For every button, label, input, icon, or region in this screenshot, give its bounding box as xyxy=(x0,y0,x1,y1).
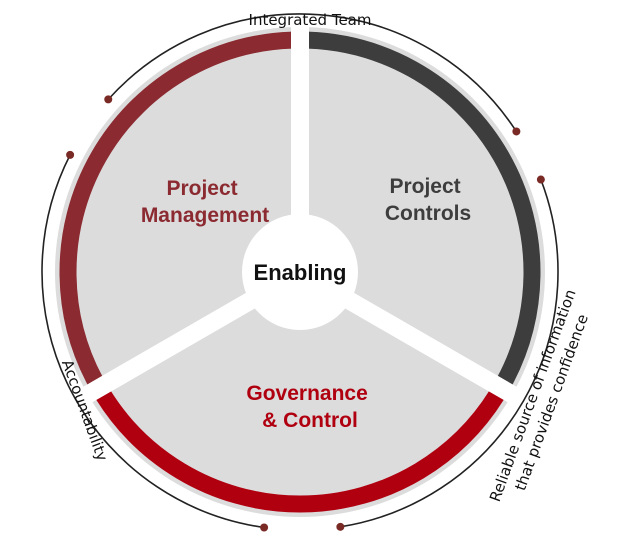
band-project-management xyxy=(59,31,293,385)
center-label: Enabling xyxy=(254,260,347,285)
center-circle xyxy=(242,214,358,330)
connector-dot xyxy=(336,522,345,531)
label-governance-control: Governance & Control xyxy=(246,382,373,432)
connector-dot xyxy=(260,523,269,532)
label-project-controls: Project Controls xyxy=(385,175,471,225)
connector-dot xyxy=(512,127,521,136)
outer-label-integrated-team: Integrated Team xyxy=(249,11,372,29)
connector-dot xyxy=(536,175,545,184)
label-project-controls-line1: Project xyxy=(389,175,460,198)
connector-arc-integrated-team xyxy=(107,13,518,132)
label-project-management-line1: Project xyxy=(166,177,237,200)
label-project-controls-line2: Controls xyxy=(385,202,471,225)
connector-dot xyxy=(66,150,75,159)
label-governance-control-line2: & Control xyxy=(262,409,358,432)
label-project-management-line2: Management xyxy=(141,204,269,227)
connector-arc-accountability xyxy=(41,154,265,529)
connector-dot xyxy=(104,95,113,104)
label-governance-control-line1: Governance xyxy=(246,382,367,405)
band-governance-control xyxy=(96,390,504,513)
label-project-management: Project Management xyxy=(141,177,269,227)
band-project-controls xyxy=(307,31,541,385)
connector-arc-reliable-source xyxy=(340,179,559,528)
